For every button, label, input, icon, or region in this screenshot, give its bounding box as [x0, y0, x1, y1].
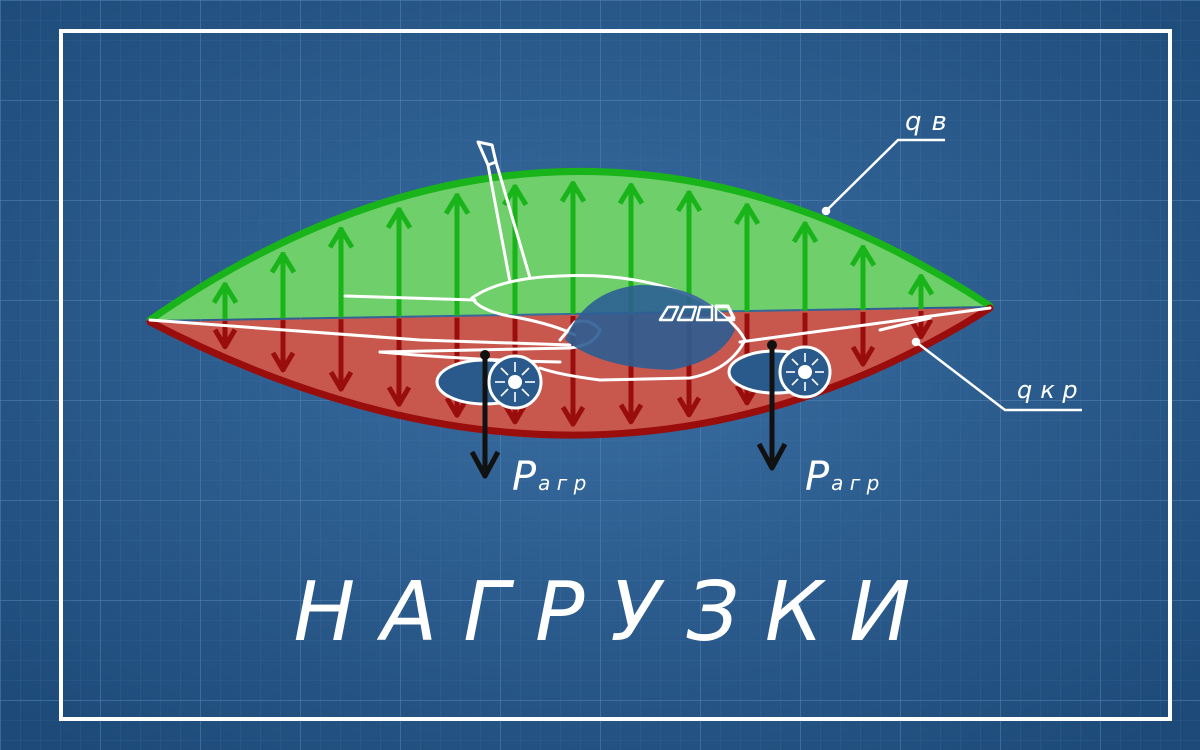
lift-arrow [269, 251, 297, 319]
lift-arrow [907, 273, 935, 309]
lift-arrow [675, 190, 703, 313]
blueprint-frame [59, 29, 1172, 721]
lift-arrow [559, 180, 587, 314]
lift-area [150, 171, 990, 320]
lift-arrow [733, 203, 761, 312]
lift-arrows [211, 180, 935, 319]
wing-load-arrow [328, 319, 354, 392]
cockpit-windows [658, 305, 736, 322]
wing-load-arrow [386, 318, 412, 407]
aggregate-load-arrow-left [469, 350, 501, 479]
lift-arrow [443, 193, 471, 316]
wing-load-envelope [146, 304, 994, 439]
leader-line-q-wing [911, 337, 1082, 412]
lift-arrow [791, 221, 819, 311]
aggregate-load-arrow-right [756, 340, 788, 471]
lift-distribution [146, 167, 994, 324]
lift-envelope [146, 167, 994, 324]
leader-line-q-air [821, 138, 945, 216]
engine-icon [727, 345, 832, 399]
lift-arrow [327, 226, 355, 318]
wing-load-arrow [908, 310, 934, 340]
wing-load-arrow [850, 311, 876, 367]
page-title: НАГРУЗКИ [294, 565, 937, 660]
lift-arrow [211, 282, 239, 319]
lift-arrow [849, 244, 877, 310]
